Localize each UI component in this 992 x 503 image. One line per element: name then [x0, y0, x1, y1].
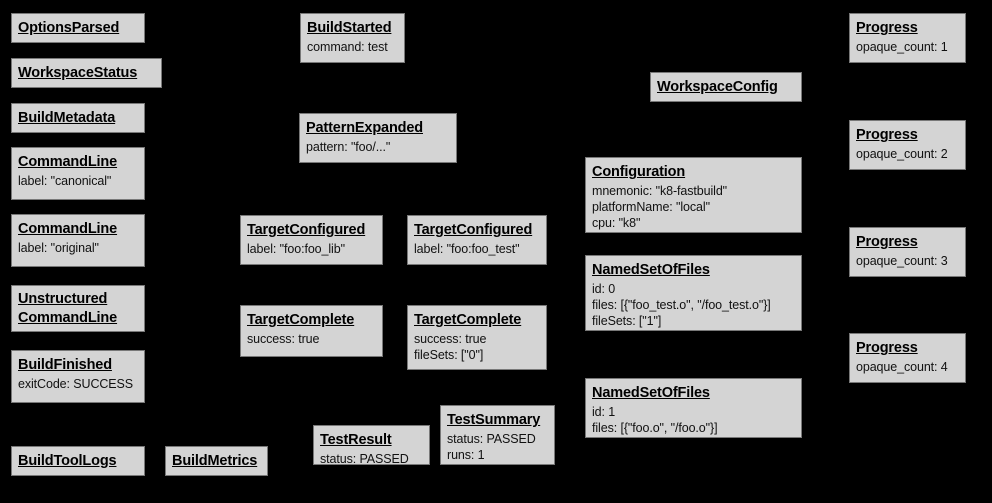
- event-node-title: Unstructured CommandLine: [18, 291, 118, 326]
- event-node-title: Progress: [856, 340, 918, 356]
- event-node-progress-4[interactable]: Progress opaque_count: 4: [849, 333, 966, 383]
- event-node-workspace-status[interactable]: WorkspaceStatus: [11, 58, 162, 88]
- event-node-fields: id: 0 files: [{"foo_test.o", "/foo_test.…: [592, 282, 771, 329]
- event-node-fields: success: true fileSets: ["0"]: [414, 332, 487, 363]
- event-node-pattern-expanded[interactable]: PatternExpanded pattern: "foo/...": [299, 113, 457, 163]
- event-node-title: BuildToolLogs: [18, 453, 117, 469]
- event-node-title: TargetConfigured: [247, 222, 366, 238]
- event-node-fields: mnemonic: "k8-fastbuild" platformName: "…: [592, 184, 728, 231]
- event-node-fields: label: "foo:foo_lib": [247, 242, 345, 257]
- event-node-test-result[interactable]: TestResult status: PASSED: [313, 425, 430, 467]
- event-node-title: Progress: [856, 20, 918, 36]
- event-node-fields: label: "canonical": [18, 174, 112, 189]
- event-node-title: BuildMetrics: [172, 453, 258, 469]
- event-node-configuration[interactable]: Configuration mnemonic: "k8-fastbuild" pl…: [585, 157, 802, 233]
- event-node-title: TestResult: [320, 432, 392, 448]
- event-node-test-summary[interactable]: TestSummary status: PASSED runs: 1: [440, 405, 555, 465]
- event-node-build-finished[interactable]: BuildFinished exitCode: SUCCESS: [11, 350, 145, 403]
- event-node-command-line-canonical[interactable]: CommandLine label: "canonical": [11, 147, 145, 200]
- event-node-title: TestSummary: [447, 412, 541, 428]
- event-node-fields: exitCode: SUCCESS: [18, 377, 134, 392]
- event-node-build-metrics[interactable]: BuildMetrics: [165, 446, 268, 476]
- event-node-unstructured-command-line[interactable]: Unstructured CommandLine: [11, 285, 145, 332]
- event-node-title: TargetComplete: [247, 312, 355, 328]
- event-node-title: Progress: [856, 234, 918, 250]
- event-node-title: OptionsParsed: [18, 20, 120, 36]
- event-node-title: BuildStarted: [307, 20, 392, 36]
- event-node-options-parsed[interactable]: OptionsParsed: [11, 13, 145, 43]
- event-node-fields: status: PASSED runs: 1: [447, 432, 536, 463]
- event-node-title: PatternExpanded: [306, 120, 423, 136]
- event-node-target-complete-test[interactable]: TargetComplete success: true fileSets: ["…: [407, 305, 547, 370]
- event-node-fields: command: test: [307, 40, 388, 55]
- event-node-named-set-of-files-1[interactable]: NamedSetOfFiles id: 1 files: [{"foo.o", "…: [585, 378, 802, 438]
- event-node-fields: label: "original": [18, 241, 99, 256]
- event-node-target-configured-foo-test[interactable]: TargetConfigured label: "foo:foo_test": [407, 215, 547, 265]
- event-node-target-complete-lib[interactable]: TargetComplete success: true: [240, 305, 383, 357]
- event-node-fields: label: "foo:foo_test": [414, 242, 520, 257]
- event-node-fields: opaque_count: 4: [856, 360, 948, 375]
- event-node-title: CommandLine: [18, 221, 118, 237]
- event-node-fields: status: PASSED: [320, 452, 409, 467]
- event-node-title: WorkspaceStatus: [18, 65, 138, 81]
- event-node-title: NamedSetOfFiles: [592, 262, 710, 278]
- event-node-workspace-config[interactable]: WorkspaceConfig: [650, 72, 802, 102]
- event-node-title: Progress: [856, 127, 918, 143]
- event-node-title: BuildFinished: [18, 357, 112, 373]
- event-node-progress-1[interactable]: Progress opaque_count: 1: [849, 13, 966, 63]
- event-node-title: BuildMetadata: [18, 110, 116, 126]
- event-node-title: WorkspaceConfig: [657, 79, 778, 95]
- event-node-build-metadata[interactable]: BuildMetadata: [11, 103, 145, 133]
- event-node-command-line-original[interactable]: CommandLine label: "original": [11, 214, 145, 267]
- event-node-fields: opaque_count: 1: [856, 40, 948, 55]
- event-node-build-tool-logs[interactable]: BuildToolLogs: [11, 446, 145, 476]
- event-node-fields: success: true: [247, 332, 320, 347]
- event-node-fields: pattern: "foo/...": [306, 140, 391, 155]
- event-node-fields: id: 1 files: [{"foo.o", "/foo.o"}]: [592, 405, 718, 436]
- event-node-title: TargetConfigured: [414, 222, 533, 238]
- event-node-progress-2[interactable]: Progress opaque_count: 2: [849, 120, 966, 170]
- event-node-fields: opaque_count: 2: [856, 147, 948, 162]
- event-node-title: TargetComplete: [414, 312, 522, 328]
- event-node-fields: opaque_count: 3: [856, 254, 948, 269]
- event-node-target-configured-foo-lib[interactable]: TargetConfigured label: "foo:foo_lib": [240, 215, 383, 265]
- event-node-build-started[interactable]: BuildStarted command: test: [300, 13, 405, 63]
- event-node-title: NamedSetOfFiles: [592, 385, 710, 401]
- event-node-title: CommandLine: [18, 154, 118, 170]
- event-node-progress-3[interactable]: Progress opaque_count: 3: [849, 227, 966, 277]
- event-node-title: Configuration: [592, 164, 686, 180]
- event-node-named-set-of-files-0[interactable]: NamedSetOfFiles id: 0 files: [{"foo_test.…: [585, 255, 802, 331]
